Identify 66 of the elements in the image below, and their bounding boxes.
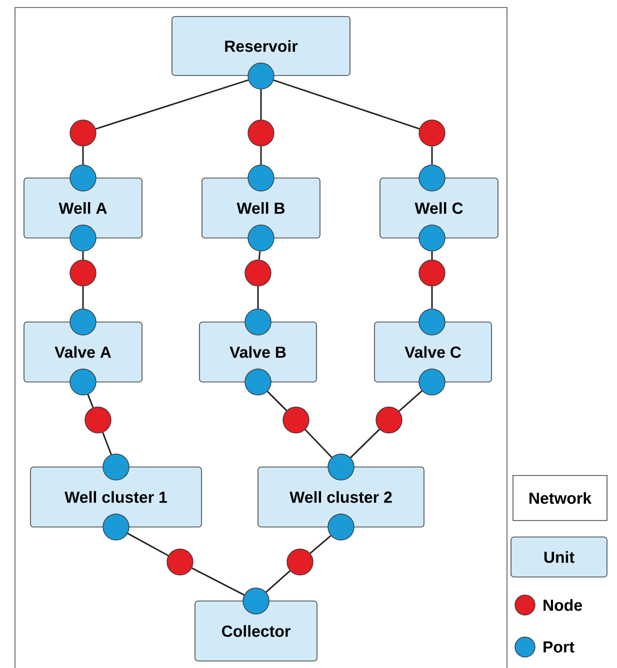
node-circle <box>244 260 272 286</box>
port-circle <box>102 454 130 480</box>
unit-box: Valve A <box>24 322 142 382</box>
connector-line <box>192 567 244 596</box>
port-circle <box>244 368 272 396</box>
connector-line <box>310 535 332 554</box>
node-circle <box>282 406 310 434</box>
port-circle <box>70 308 96 336</box>
unit-box: Collector <box>194 600 318 662</box>
unit-box: Well cluster 1 <box>30 466 202 528</box>
legend-box: Unit <box>510 536 608 578</box>
connector-line <box>431 286 433 309</box>
port-circle <box>418 368 446 396</box>
legend-label: Node <box>544 599 582 611</box>
connector-line <box>398 390 422 412</box>
unit-box: Valve B <box>199 322 317 382</box>
connector-line <box>258 251 261 260</box>
unit-box: Well cluster 2 <box>258 466 424 528</box>
connector-line <box>82 251 84 260</box>
unit-box: Well B <box>202 178 320 238</box>
port-circle <box>70 164 96 192</box>
connector-line <box>82 286 84 309</box>
connector-line <box>431 146 433 165</box>
port-circle <box>418 164 446 192</box>
connector-line <box>82 146 84 165</box>
port-circle <box>248 224 274 252</box>
node-circle <box>418 120 446 146</box>
port-circle <box>242 588 270 614</box>
port-circle <box>418 224 446 252</box>
connector-line <box>266 390 288 412</box>
connector-line <box>87 394 94 408</box>
node-circle <box>166 548 194 576</box>
legend-label: Port <box>544 641 574 653</box>
legend-box: Network <box>512 475 608 521</box>
port-circle <box>102 514 130 540</box>
port-circle <box>328 454 354 480</box>
connector-line <box>95 79 249 130</box>
port-circle <box>248 62 274 90</box>
unit-box: Well C <box>380 178 498 238</box>
connector-line <box>102 432 112 455</box>
port-circle <box>418 308 446 336</box>
node-circle <box>248 120 274 146</box>
connector-line <box>304 429 332 458</box>
node-circle <box>84 406 112 434</box>
unit-box: Reservoir <box>172 16 350 76</box>
connector-line <box>273 80 420 130</box>
node-circle <box>70 260 96 286</box>
connector-line <box>127 532 169 556</box>
node-circle <box>418 260 446 286</box>
unit-box: Well A <box>24 178 142 238</box>
network-frame <box>14 7 508 668</box>
connector-line <box>260 89 262 120</box>
connector-line <box>260 146 262 165</box>
connector-line <box>257 286 259 309</box>
node-circle <box>376 406 402 434</box>
connector-line <box>266 570 290 593</box>
port-circle <box>328 514 354 540</box>
port-circle <box>70 224 96 252</box>
port-circle <box>244 308 272 336</box>
port-circle <box>248 164 274 192</box>
node-circle <box>70 120 96 146</box>
connector-line <box>350 428 380 458</box>
unit-box: Valve C <box>374 322 492 382</box>
node-circle <box>286 548 314 576</box>
port-circle <box>70 368 96 396</box>
connector-line <box>431 251 433 260</box>
